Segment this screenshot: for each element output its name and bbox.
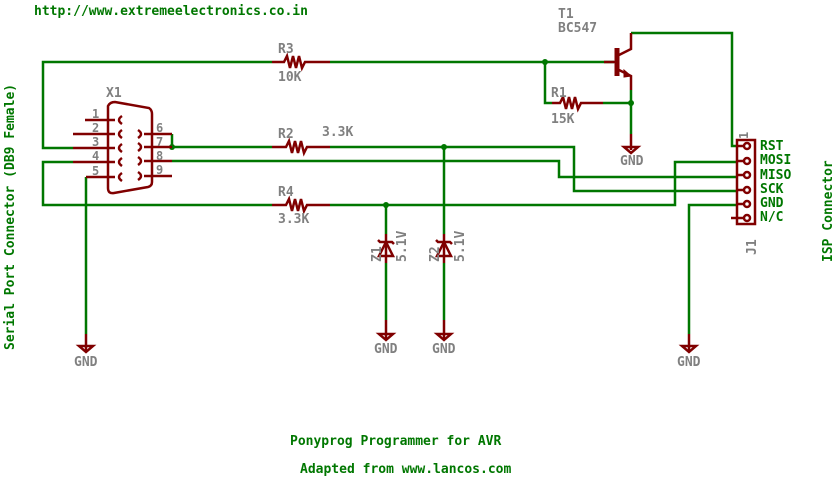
r3-value: 10K (278, 70, 302, 85)
db9-pin-5: 5 (92, 164, 99, 178)
isp-pin-nc: N/C (760, 210, 783, 225)
gnd-isp: GND (677, 334, 701, 370)
t1-ref: T1 (558, 7, 574, 22)
gnd-label: GND (374, 342, 398, 357)
wire-pin4-r4 (41, 160, 272, 207)
wire-pin3-r3 (41, 60, 272, 150)
zener-z1: Z1 5.1V (370, 231, 410, 263)
z2-value: 5.1V (453, 231, 468, 262)
gnd-label: GND (74, 355, 98, 370)
zener-z2: Z2 5.1V (428, 231, 468, 263)
website-url: http://www.extremeelectronics.co.in (34, 4, 308, 19)
r4-ref: R4 (278, 185, 294, 200)
db9-shell (106, 100, 154, 195)
z1-value: 5.1V (395, 231, 410, 262)
db9-right-pins (137, 128, 172, 182)
isp-pin-sck: SCK (760, 182, 784, 197)
resistor-r4: R4 3.3K (272, 185, 330, 227)
resistor-r2: R2 3.3K (272, 125, 353, 157)
schematic-title: Ponyprog Programmer for AVR (290, 434, 501, 449)
junction (441, 144, 447, 150)
isp-pin-miso: MISO (760, 168, 791, 183)
r1-ref: R1 (551, 86, 567, 101)
db9-left-pins (73, 114, 123, 183)
r1-value: 15K (551, 112, 575, 127)
resistor-r1: R1 15K (551, 86, 603, 127)
x1-ref: X1 (106, 86, 122, 101)
db9-pin-7: 7 (156, 135, 163, 149)
resistor-symbol (272, 52, 330, 72)
wire-collector-rst (631, 31, 737, 148)
wire-pin8-miso (172, 159, 737, 179)
db9-connector-x1: X1 1 2 3 4 5 6 7 (73, 86, 172, 195)
r2-ref: R2 (278, 127, 294, 142)
wire-r4-mosi (330, 160, 737, 207)
j1-pins (731, 141, 752, 223)
resistor-symbol (272, 137, 330, 157)
isp-pin-mosi: MOSI (760, 153, 791, 168)
r4-value: 3.3K (278, 212, 309, 227)
junction (542, 59, 548, 65)
db9-pin-9: 9 (156, 163, 163, 177)
serial-port-label: Serial Port Connector (DB9 Female) (3, 84, 18, 350)
z1-ref: Z1 (370, 246, 385, 262)
wire-r2-sck (330, 145, 737, 193)
junction (383, 202, 389, 208)
isp-connector-label: ISP Connector (821, 160, 836, 262)
db9-pin-4: 4 (92, 149, 99, 163)
gnd-label: GND (432, 342, 456, 357)
transistor-t1: T1 BC547 (558, 7, 633, 90)
db9-pin-1: 1 (92, 107, 99, 121)
schematic-credit: Adapted from www.lancos.com (300, 462, 511, 477)
wire-isp-gnd (687, 203, 737, 334)
resistor-symbol (552, 93, 603, 113)
db9-pin-2: 2 (92, 121, 99, 135)
gnd-label: GND (620, 154, 644, 169)
j1-pin1-marker: 1 (737, 132, 751, 139)
resistor-symbol (272, 195, 330, 215)
j1-ref: J1 (745, 239, 760, 255)
isp-pin-gnd: GND (760, 196, 784, 211)
junction (628, 100, 634, 106)
gnd-t1: GND (620, 134, 644, 169)
j1-body (735, 138, 757, 226)
r2-value: 3.3K (322, 125, 353, 140)
r3-ref: R3 (278, 42, 294, 57)
isp-pin-rst: RST (760, 139, 784, 154)
isp-connector-j1: 1 J1 RST MOSI MISO SCK GND N/C (731, 132, 791, 255)
wires (41, 31, 737, 334)
z2-ref: Z2 (428, 246, 443, 262)
gnd-label: GND (677, 355, 701, 370)
gnd-z2: GND (432, 320, 456, 357)
gnd-pin5: GND (74, 334, 98, 370)
db9-pin-3: 3 (92, 135, 99, 149)
resistor-r3: R3 10K (272, 42, 330, 85)
db9-pin-6: 6 (156, 121, 163, 135)
gnd-z1: GND (374, 320, 398, 357)
wire-r1-left (543, 62, 552, 105)
t1-value: BC547 (558, 21, 597, 36)
db9-pin-8: 8 (156, 149, 163, 163)
ground-symbols: GND GND GND GND GND (74, 134, 701, 370)
